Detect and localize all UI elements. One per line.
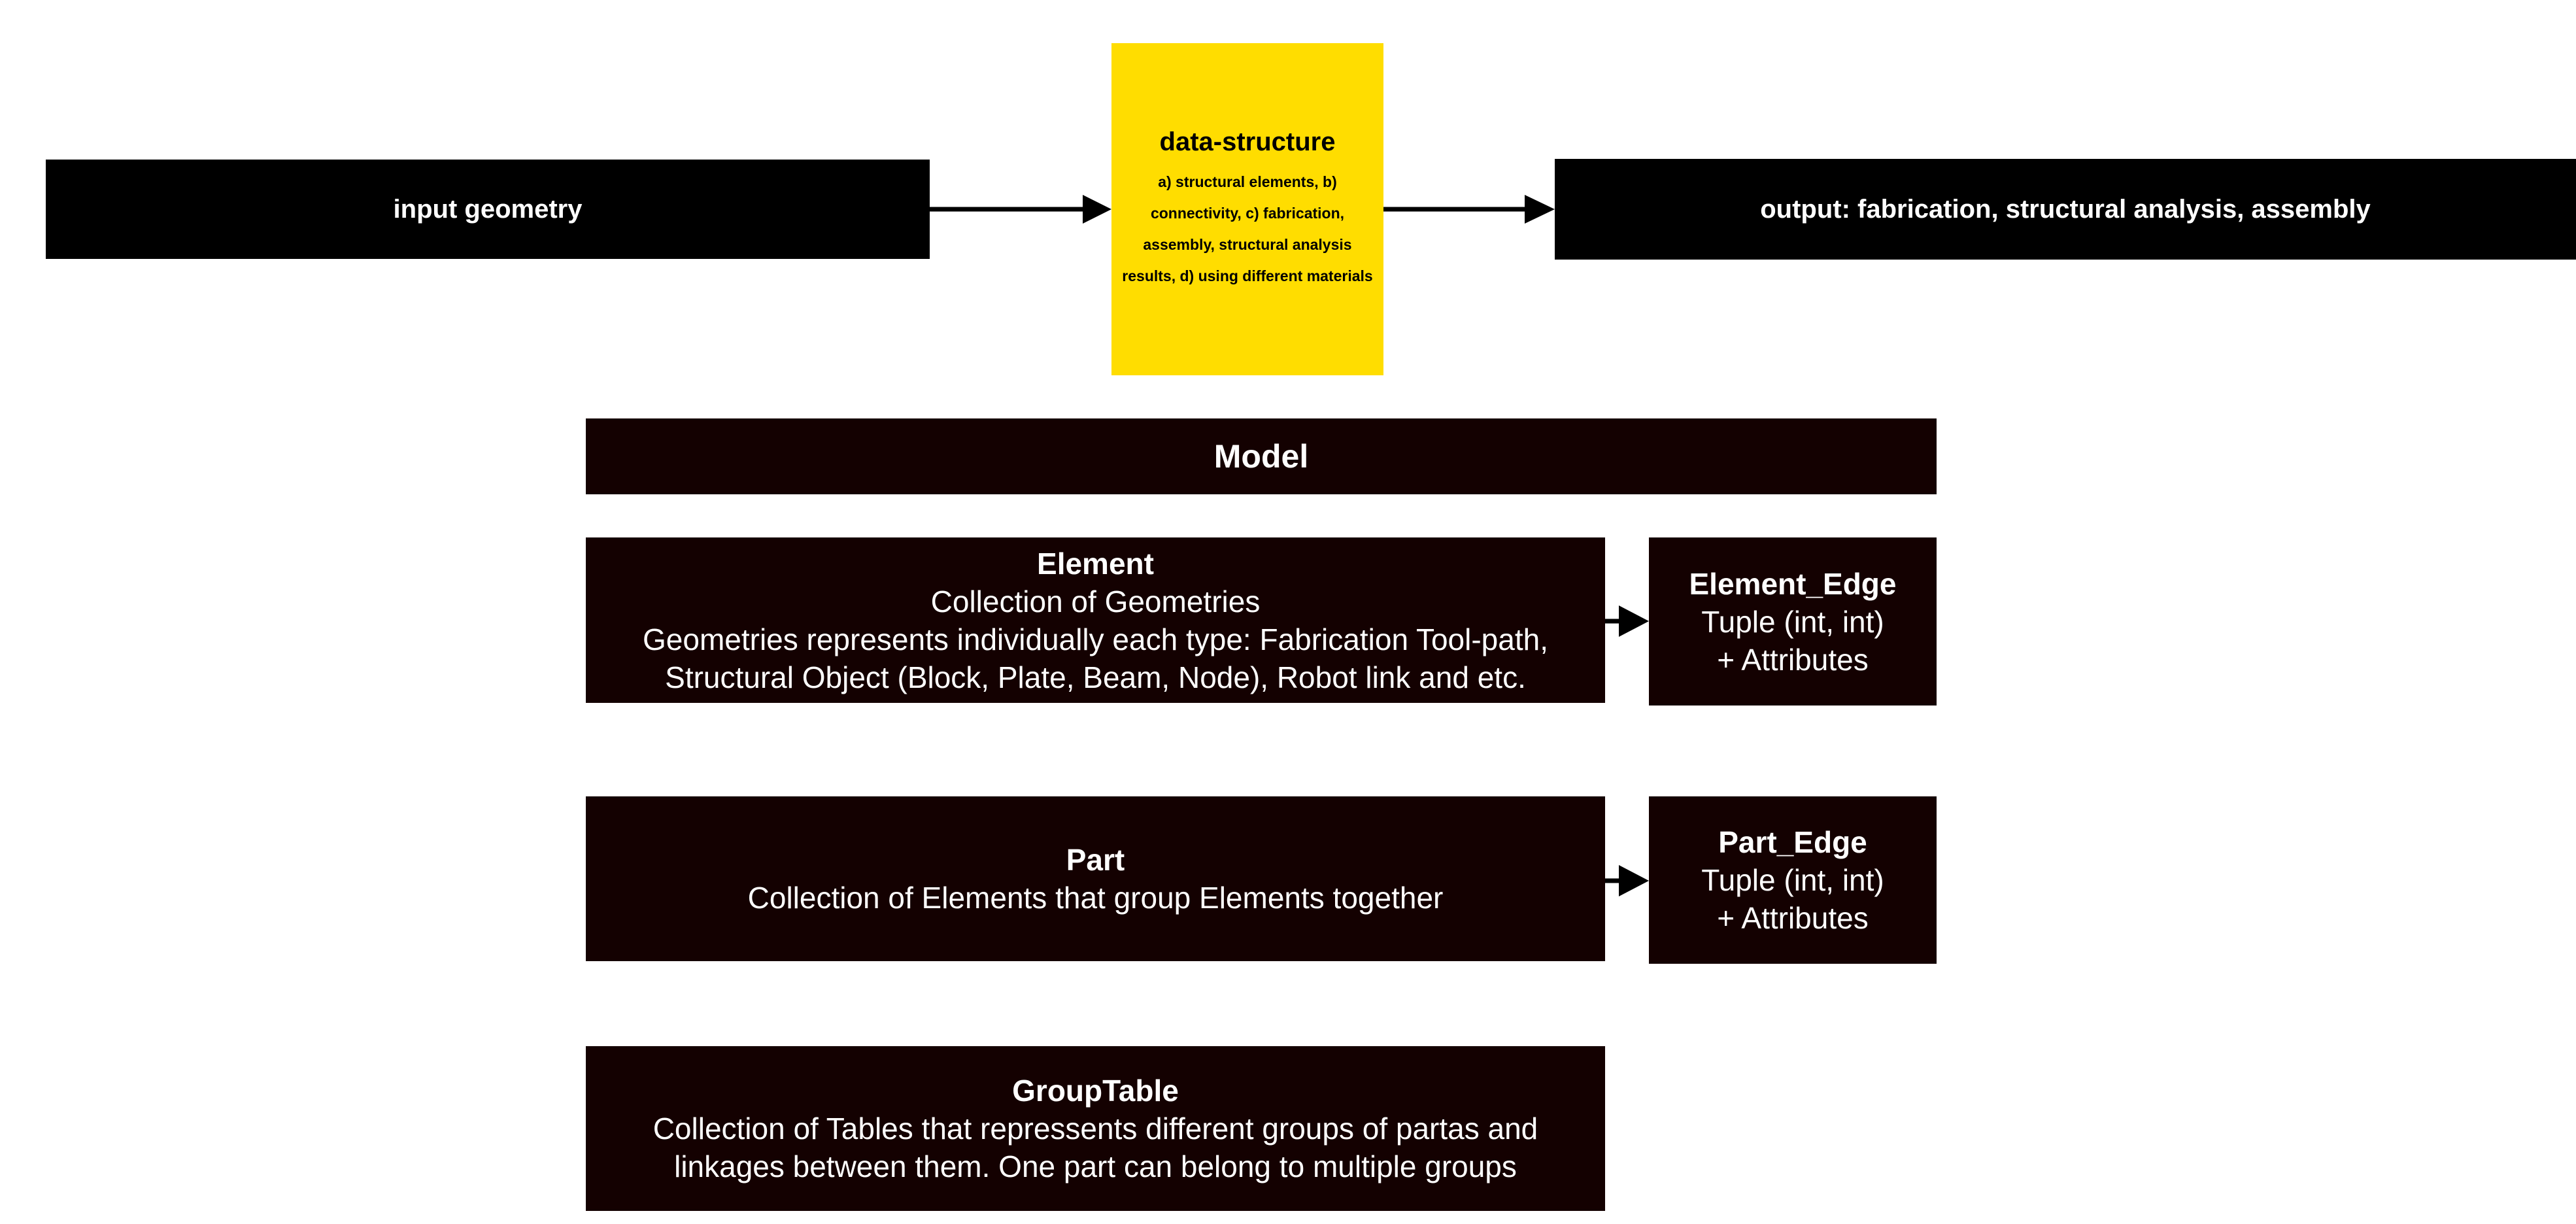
part-text-line: Collection of Elements that group Elemen… xyxy=(747,881,1444,915)
data-structure-title: data-structure xyxy=(1159,127,1336,156)
arrow-input-to-data-structure xyxy=(930,195,1111,224)
element-edge-title: Element_Edge xyxy=(1689,566,1897,601)
part-edge-text-line: + Attributes xyxy=(1717,901,1869,935)
output-node: output: fabrication, structural analysis… xyxy=(1555,159,2576,260)
element-text-line: Collection of Geometries xyxy=(930,584,1261,619)
data-structure-description-line: assembly, structural analysis xyxy=(1143,235,1352,253)
element-node: Element Collection of Geometries Geometr… xyxy=(586,537,1605,703)
arrow-data-structure-to-output xyxy=(1383,195,1555,224)
part-node: Part Collection of Elements that group E… xyxy=(586,796,1605,961)
model-node: Model xyxy=(586,418,1937,494)
part-edge-node: Part_Edge Tuple (int, int) + Attributes xyxy=(1649,796,1937,964)
element-text-line: Structural Object (Block, Plate, Beam, N… xyxy=(665,660,1526,694)
group-table-text-line: linkages between them. One part can belo… xyxy=(674,1149,1517,1183)
element-edge-text-line: + Attributes xyxy=(1717,642,1869,677)
group-table-text-line: Collection of Tables that repressents di… xyxy=(652,1112,1538,1146)
data-structure-description-line: connectivity, c) fabrication, xyxy=(1150,204,1345,222)
data-structure-description: a) structural elements, b) connectivity,… xyxy=(1119,166,1375,292)
data-structure-description-line: results, d) using different materials xyxy=(1122,267,1373,284)
part-title: Part xyxy=(1066,843,1125,877)
element-title: Element xyxy=(1037,546,1154,581)
element-edge-text-line: Tuple (int, int) xyxy=(1701,604,1884,639)
element-text-line: Geometries represents individually each … xyxy=(643,622,1548,656)
arrow-part-to-part-edge xyxy=(1605,865,1649,896)
part-edge-title: Part_Edge xyxy=(1718,825,1867,859)
arrow-element-to-element-edge xyxy=(1605,605,1649,637)
output-label: output: fabrication, structural analysis… xyxy=(1760,194,2371,224)
model-title: Model xyxy=(1213,438,1309,475)
data-structure-node: data-structure a) structural elements, b… xyxy=(1111,43,1383,375)
element-edge-node: Element_Edge Tuple (int, int) + Attribut… xyxy=(1649,537,1937,706)
input-geometry-node: input geometry xyxy=(46,160,930,259)
part-edge-text-line: Tuple (int, int) xyxy=(1701,863,1884,897)
group-table-title: GroupTable xyxy=(1012,1074,1179,1108)
data-structure-description-line: a) structural elements, b) xyxy=(1158,173,1337,190)
input-geometry-label: input geometry xyxy=(393,194,583,224)
group-table-node: GroupTable Collection of Tables that rep… xyxy=(586,1046,1605,1211)
